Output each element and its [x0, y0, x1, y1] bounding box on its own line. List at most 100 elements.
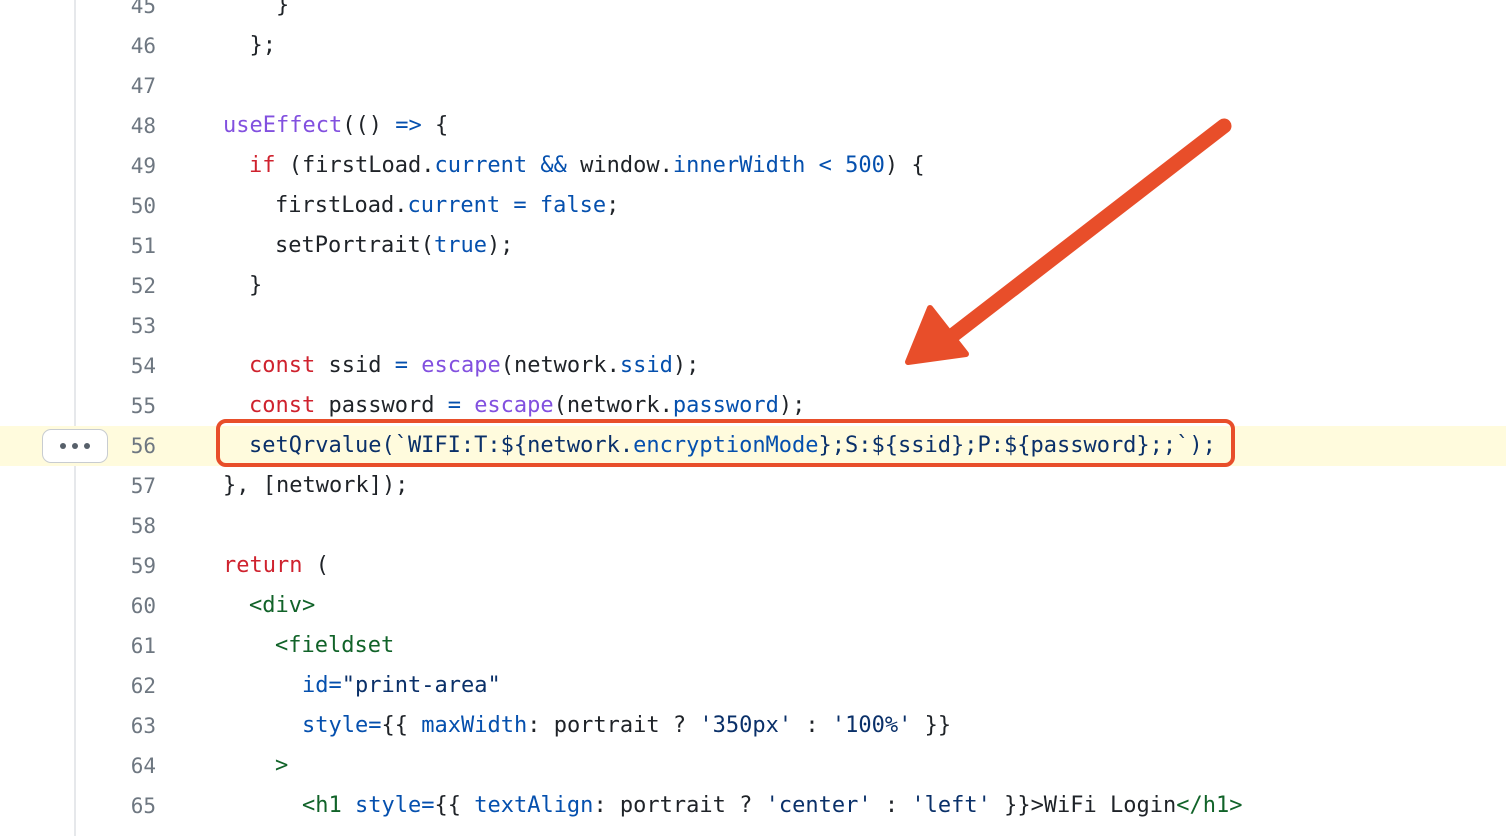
line-number: 51	[130, 234, 156, 258]
code-token: setPortrait(	[275, 233, 434, 258]
code-token: const	[249, 393, 316, 418]
line-number: 61	[130, 634, 156, 658]
code-token: : portrait ?	[593, 793, 766, 818]
code-token: (network.	[500, 353, 620, 378]
code-token: '350px'	[699, 713, 793, 738]
code-token: =	[500, 193, 540, 218]
code-token: current	[407, 193, 501, 218]
code-token: };S:${ssid};P:${password};;`);	[818, 433, 1216, 458]
code-text: };	[223, 33, 276, 58]
code-token: : portrait ?	[527, 713, 700, 738]
code-token: :	[792, 713, 832, 738]
code-token: );	[672, 353, 700, 378]
code-line: 64 >	[0, 746, 1506, 786]
line-number: 62	[130, 674, 156, 698]
gutter-divider	[74, 0, 76, 836]
ellipsis-icon	[84, 443, 90, 449]
code-token: true	[433, 233, 487, 258]
code-line: 58	[0, 506, 1506, 546]
code-token: (	[302, 553, 329, 578]
line-number: 55	[130, 394, 156, 418]
line-number: 65	[130, 794, 156, 818]
line-number: 57	[130, 474, 156, 498]
line-number: 54	[130, 354, 156, 378]
code-token: =	[394, 353, 408, 378]
code-token: maxWidth	[421, 713, 528, 738]
code-token: password	[672, 393, 779, 418]
code-line: 51 setPortrait(true);	[0, 226, 1506, 266]
code-line: 61 <fieldset	[0, 626, 1506, 666]
code-token: encryptionMode	[633, 433, 819, 458]
annotation-highlight-box	[216, 419, 1235, 467]
code-token: ) {	[884, 153, 925, 178]
line-number: 58	[130, 514, 156, 538]
line-number: 49	[130, 154, 156, 178]
code-line: 46 };	[0, 26, 1506, 66]
code-token: escape	[421, 353, 501, 378]
code-text: }	[223, 0, 290, 18]
code-token: id=	[302, 673, 342, 698]
code-token: 'center'	[765, 793, 872, 818]
line-number: 46	[130, 34, 156, 58]
line-number: 64	[130, 754, 156, 778]
code-line: 62 id="print-area"	[0, 666, 1506, 706]
code-token: (firstLoad.	[275, 153, 435, 178]
code-line: 45 }	[0, 0, 1506, 26]
code-token: {{	[381, 713, 422, 738]
code-token: }	[249, 273, 263, 298]
code-token: &&	[527, 153, 581, 178]
code-token: ssid	[619, 353, 673, 378]
code-line: 52}	[0, 266, 1506, 306]
code-token: password	[315, 393, 448, 418]
code-line: 49 if (firstLoad.current && window.innerW…	[0, 146, 1506, 186]
code-token: false	[539, 193, 607, 218]
line-number: 45	[130, 0, 156, 18]
code-token: ssid	[315, 353, 395, 378]
code-token: =>	[395, 113, 422, 138]
code-token: <h1	[302, 793, 355, 818]
code-token: );	[486, 233, 514, 258]
code-token: '100%'	[831, 713, 912, 738]
code-token: <fieldset	[275, 633, 395, 658]
code-token: current	[434, 153, 528, 178]
line-number: 48	[130, 114, 156, 138]
code-line: 57 }, [network]);	[0, 466, 1506, 506]
code-line: 53	[0, 306, 1506, 346]
code-line: 60<div>	[0, 586, 1506, 626]
code-token: >	[275, 753, 289, 778]
ellipsis-icon	[72, 443, 78, 449]
code-token: window.	[580, 153, 673, 178]
code-token: <div>	[249, 593, 316, 618]
code-token: style=	[354, 793, 435, 818]
code-token: =	[447, 393, 461, 418]
code-token: :	[871, 793, 912, 818]
code-token: "print-area"	[341, 673, 501, 698]
code-token: (network.	[553, 393, 673, 418]
code-token: ;	[606, 193, 620, 218]
code-token: }, [network]);	[223, 473, 409, 498]
line-actions-button[interactable]	[42, 429, 108, 463]
code-line: 65<h1 style={{ textAlign: portrait ? 'ce…	[0, 786, 1506, 826]
line-number: 63	[130, 714, 156, 738]
code-line: 47	[0, 66, 1506, 106]
line-number: 56	[130, 434, 156, 458]
code-token: firstLoad.	[275, 193, 408, 218]
code-token: 500	[845, 153, 885, 178]
code-token: );	[778, 393, 806, 418]
code-token: innerWidth	[672, 153, 806, 178]
code-token: {	[421, 113, 449, 138]
line-number: 52	[130, 274, 156, 298]
code-token: if	[249, 153, 276, 178]
code-token: 'left'	[911, 793, 991, 818]
code-token: }}>WiFi Login	[990, 793, 1177, 818]
code-token: </h1>	[1176, 793, 1243, 818]
line-number: 59	[130, 554, 156, 578]
